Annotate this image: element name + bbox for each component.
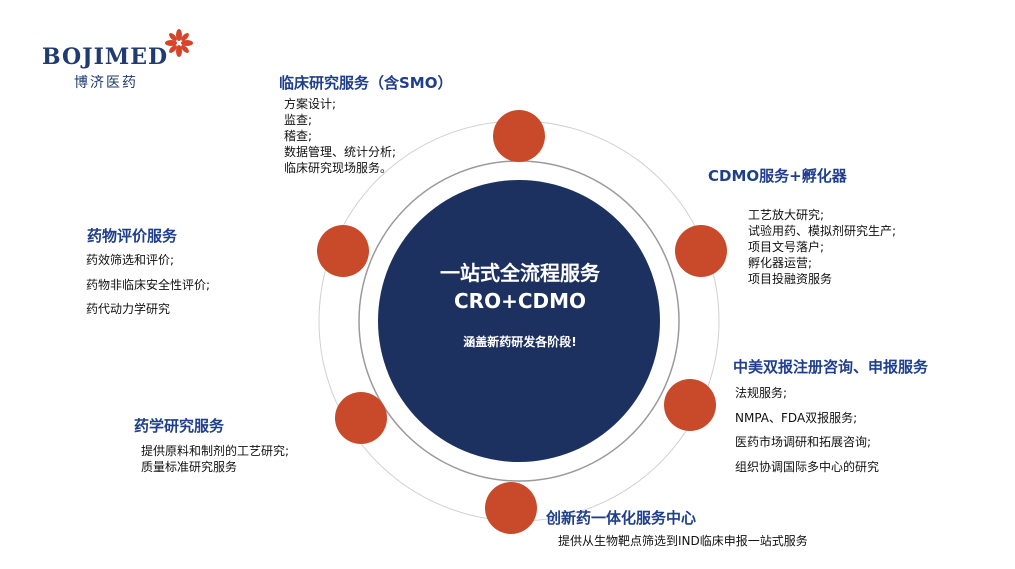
cdmo-service-list: 工艺放大研究; 试验用药、模拟剂研究生产; 项目文号落户; 孵化器运营; 项目投… [748,207,896,287]
node-registration [664,379,716,431]
list-item: 试验用药、模拟剂研究生产; [748,224,897,238]
evaluation-service-list: 药效筛选和评价; 药物非临床安全性评价; 药代动力学研究 [86,248,210,322]
registration-service-title: 中美双报注册咨询、申报服务 [733,358,929,376]
pharmaceutics-service-list: 提供原料和制剂的工艺研究; 质量标准研究服务 [141,443,289,475]
list-item: 临床研究现场服务。 [284,161,393,175]
node-cdmo [675,225,727,277]
pharmaceutics-service-title: 药学研究服务 [134,417,225,435]
center-title-line2: CRO+CDMO [453,289,587,313]
clinical-service-title: 临床研究服务（含SMO） [279,74,453,92]
list-item: 提供从生物靶点筛选到IND临床申报一站式服务 [558,534,808,548]
clinical-service-list: 方案设计; 监查; 稽查; 数据管理、统计分析; 临床研究现场服务。 [284,96,396,176]
list-item: 项目投融资服务 [748,272,833,286]
list-item: 提供原料和制剂的工艺研究; [141,444,290,458]
list-item: 稽查; [284,129,313,143]
company-logo-wordmark: BOJIMED [42,44,169,70]
list-item: 监查; [284,113,313,127]
list-item: 组织协调国际多中心的研究 [735,459,880,474]
innovation-service-title: 创新药一体化服务中心 [546,509,697,527]
node-pharmaceutics [335,392,387,444]
list-item: 医药市场调研和拓展咨询; [735,435,872,449]
asterisk-flower-icon [165,29,193,57]
list-item: 药代动力学研究 [86,302,171,316]
node-clinical [493,110,545,162]
list-item: 药物非临床安全性评价; [86,277,211,292]
innovation-service-list: 提供从生物靶点筛选到IND临床申报一站式服务 [558,533,808,549]
company-logo-subtitle: 博济医药 [74,75,138,91]
node-evaluation [317,225,369,277]
list-item: 药效筛选和评价; [86,253,175,267]
list-item: 孵化器运营; [748,256,813,270]
list-item: 质量标准研究服务 [141,460,238,474]
evaluation-service-title: 药物评价服务 [87,227,178,245]
list-item: 数据管理、统计分析; [284,145,397,159]
center-subtitle: 涵盖新药研发各阶段! [463,335,577,349]
registration-service-list: 法规服务; NMPA、FDA双报服务; 医药市场调研和拓展咨询; 组织协调国际多… [735,381,879,479]
node-innovation [485,482,537,534]
list-item: 方案设计; [284,97,337,111]
cdmo-service-title: CDMO服务+孵化器 [708,167,847,185]
list-item: 法规服务; [735,386,788,400]
center-circle [378,180,660,462]
list-item: 项目文号落户; [748,240,825,254]
list-item: NMPA、FDA双报服务; [735,410,858,425]
list-item: 工艺放大研究; [748,208,825,222]
center-title-line1: 一站式全流程服务 [440,261,600,285]
